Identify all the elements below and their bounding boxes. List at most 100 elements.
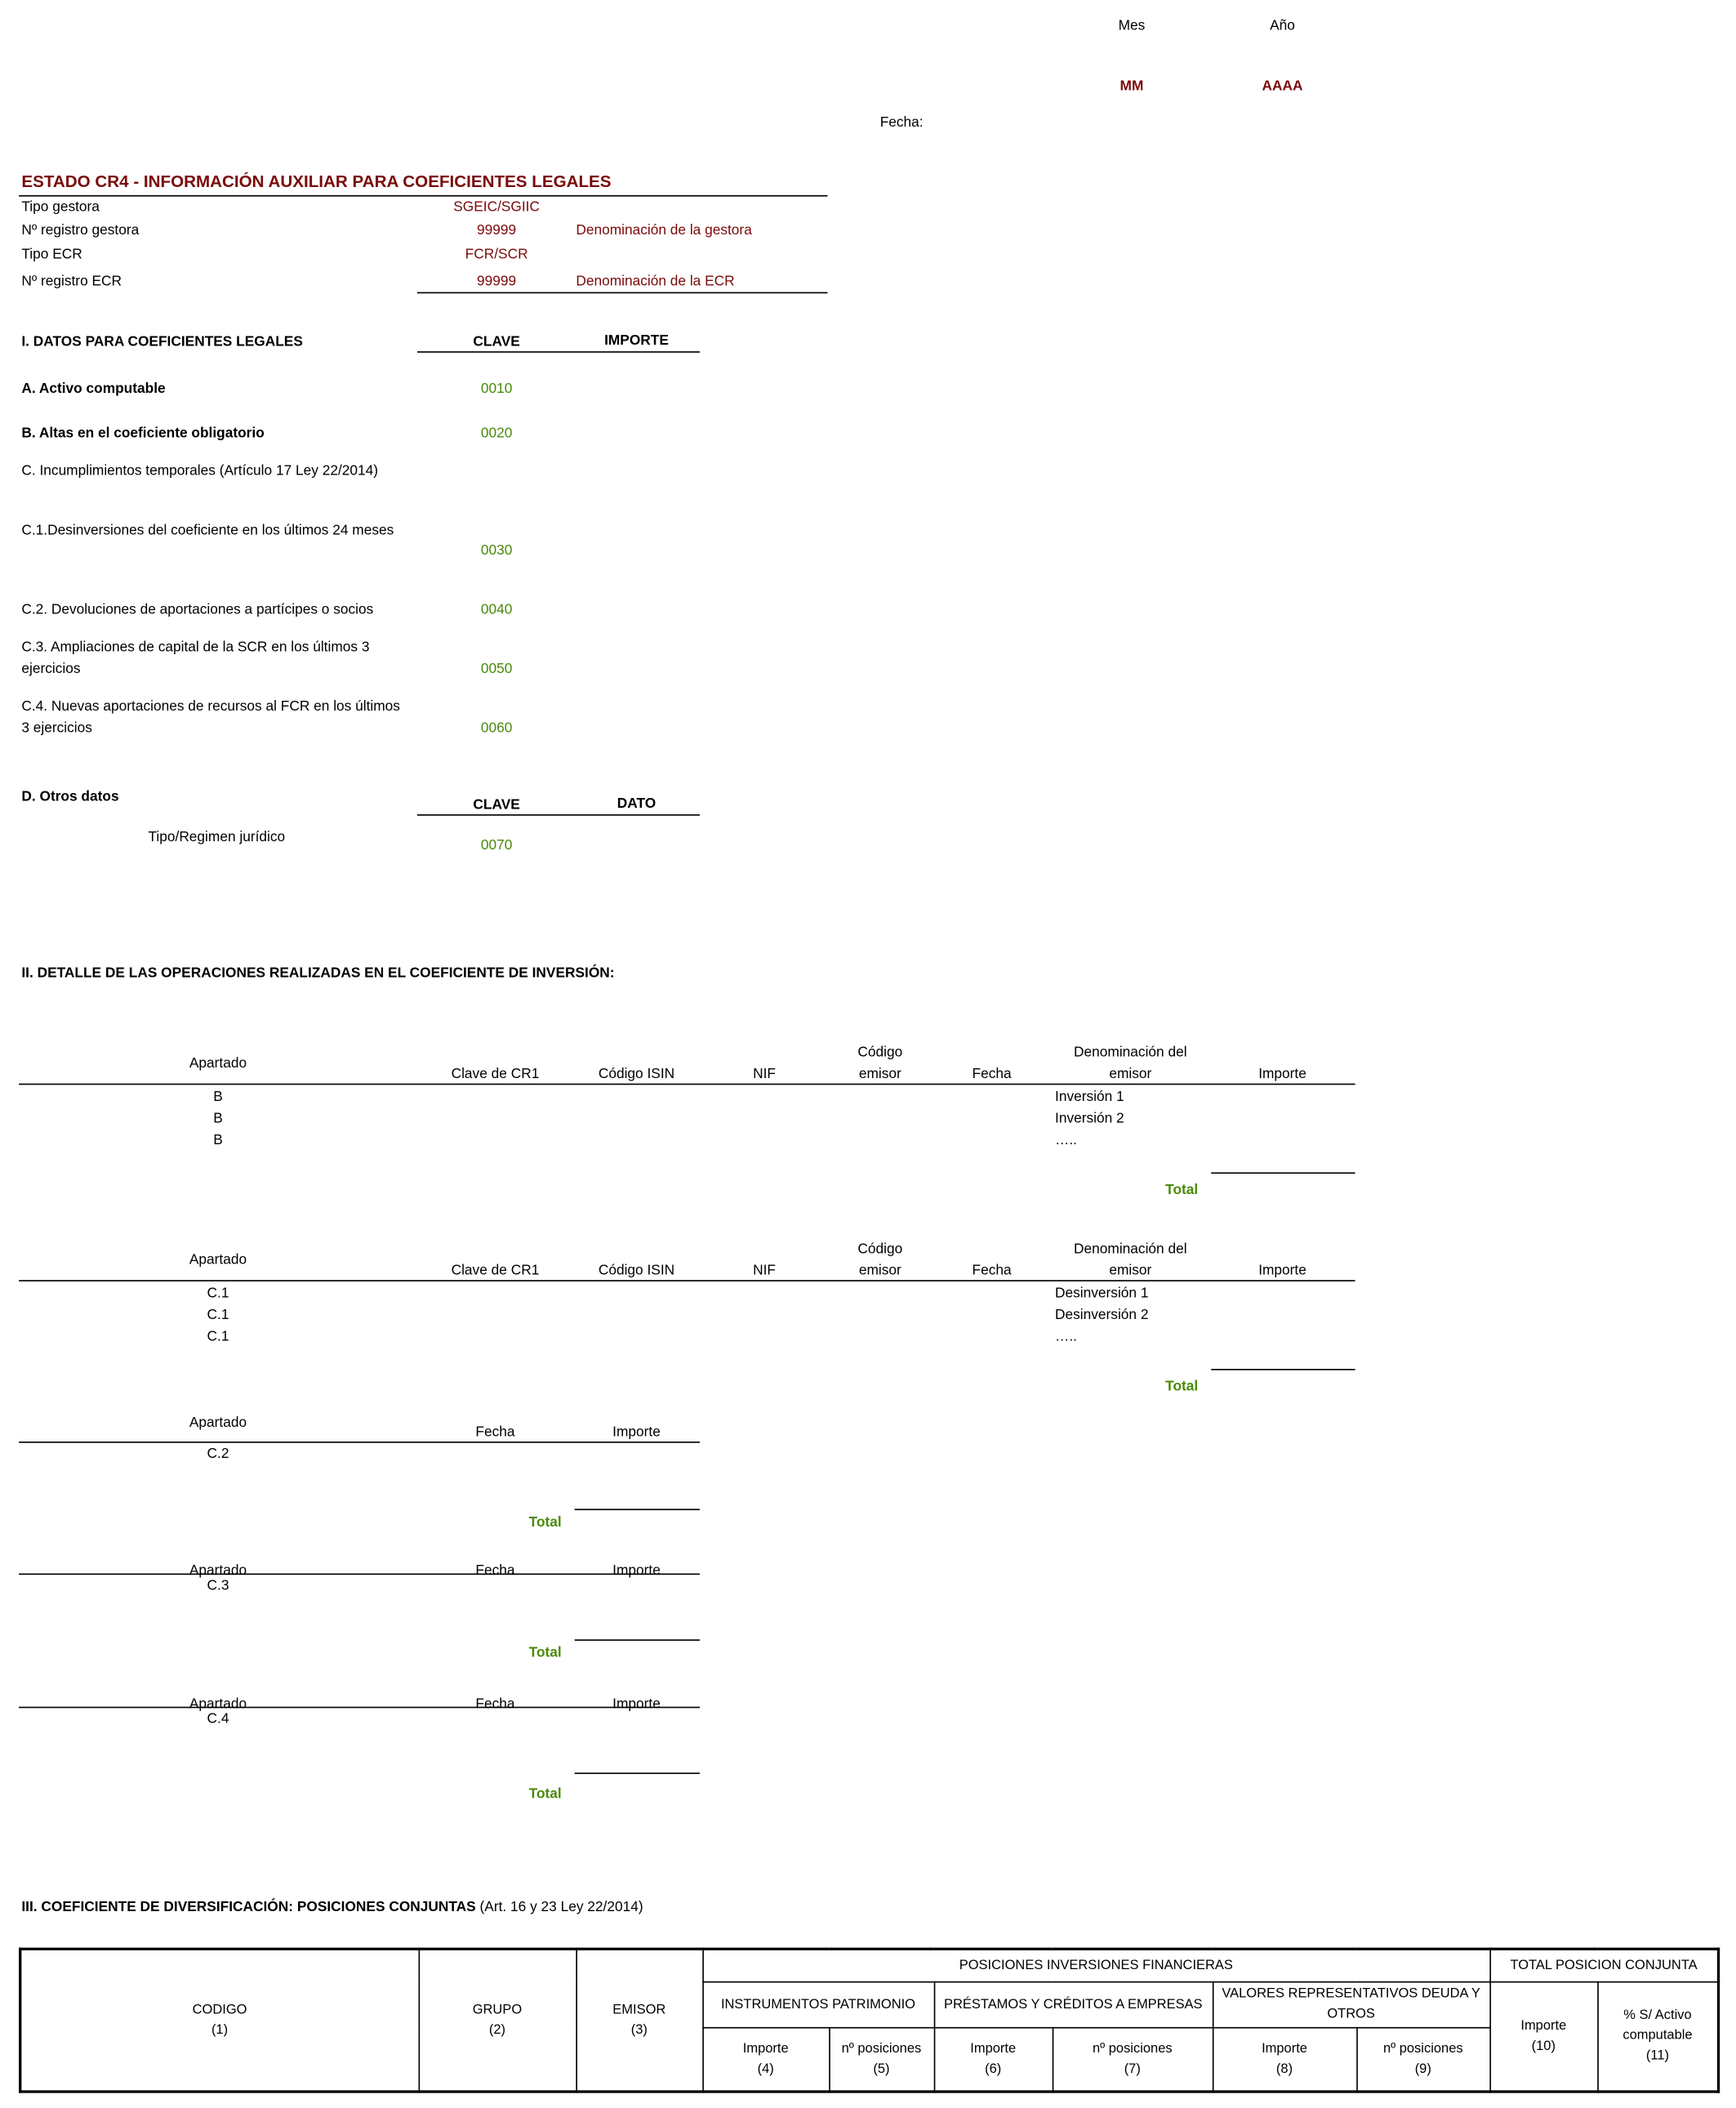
col-prestamos: PRÉSTAMOS Y CRÉDITOS A EMPRESAS [933,1981,1213,2028]
col-fecha: Fecha [475,1562,515,1580]
item-clave: 0010 [480,381,513,398]
divider [19,1083,1355,1085]
item-label: C.2. Devoluciones de aportaciones a part… [21,601,374,618]
row-apartado: C.1 [207,1307,229,1323]
col-apartado: Apartado [189,1055,247,1072]
row-apartado: B [213,1131,223,1148]
item-label: Tipo/Regimen jurídico [148,829,286,845]
total-label: Total [528,1514,562,1531]
col-clave: CLAVE [473,333,520,350]
item-label: A. Activo computable [21,381,166,398]
divider [19,1280,1355,1281]
col-instrumentos: INSTRUMENTOS PATRIMONIO [701,1981,935,2028]
col-denominacion: emisor [1109,1262,1152,1279]
row-denominacion[interactable]: ….. [1055,1328,1077,1345]
total-line [574,1639,700,1641]
row-apartado: C.4 [207,1710,229,1727]
divider [416,292,828,294]
mes-label: Mes [1118,17,1146,34]
row-denominacion[interactable]: Desinversión 2 [1055,1307,1149,1323]
col-total-posicion: TOTAL POSICION CONJUNTA [1489,1948,1720,1982]
col-codigo-emisor: emisor [858,1262,901,1279]
col-codigo-emisor: Código [857,1044,903,1061]
col-denominacion: Denominación del [1074,1241,1187,1258]
col-importe: Importe(8) [1212,2026,1358,2092]
col-fecha: Fecha [972,1066,1012,1082]
info-value[interactable]: FCR/SCR [465,246,528,263]
diversification-table: CODIGO(1) GRUPO(2) EMISOR(3) POSICIONES … [19,1947,1720,2093]
total-label: Total [528,1785,562,1803]
col-nposiciones: nº posiciones(9) [1355,2026,1491,2092]
col-apartado: Apartado [189,1415,247,1431]
col-fecha: Fecha [972,1262,1012,1279]
fecha-label: Fecha: [879,114,924,131]
col-apartado: Apartado [189,1251,247,1268]
col-dato: DATO [617,795,657,812]
col-clave-cr1: Clave de CR1 [451,1262,540,1279]
info-value[interactable]: 99999 [477,221,517,238]
info-name[interactable]: Denominación de la gestora [576,221,752,238]
section2-title: II. DETALLE DE LAS OPERACIONES REALIZADA… [21,965,615,982]
info-value[interactable]: SGEIC/SGIIC [453,198,541,216]
col-importe: Importe(4) [701,2026,830,2092]
total-line [574,1772,700,1775]
item-label: C. Incumplimientos temporales (Artículo … [21,462,379,479]
item-clave: 0060 [480,720,513,737]
col-nif: NIF [753,1262,777,1279]
item-clave: 0050 [480,661,513,677]
col-importe: Importe [1258,1066,1306,1082]
col-importe: Importe(6) [933,2026,1053,2092]
info-value[interactable]: 99999 [477,273,517,290]
item-label: C.3. Ampliaciones de capital de la SCR e… [21,639,370,677]
page-title: ESTADO CR4 - INFORMACIÓN AUXILIAR PARA C… [21,172,612,192]
item-clave: 0030 [480,542,513,559]
anio-label: Año [1270,17,1295,34]
total-line [1211,1369,1355,1370]
col-codigo: CODIGO(1) [19,1948,420,2092]
row-denominacion[interactable]: ….. [1055,1131,1077,1148]
item-label: C.4. Nuevas aportaciones de recursos al … [21,698,400,737]
col-clave-cr1: Clave de CR1 [451,1066,540,1082]
col-valores: VALORES REPRESENTATIVOS DEUDA Y OTROS [1212,1981,1491,2028]
info-name[interactable]: Denominación de la ECR [576,273,735,290]
col-nposiciones: nº posiciones(7) [1051,2026,1213,2092]
divider [416,814,700,816]
row-denominacion[interactable]: Inversión 2 [1055,1110,1124,1127]
total-line [1211,1172,1355,1174]
col-grupo: GRUPO(2) [417,1948,577,2092]
col-importe: Importe [1258,1262,1306,1279]
section3-title: III. COEFICIENTE DE DIVERSIFICACIÓN: POS… [21,1898,643,1917]
info-label: Tipo gestora [21,198,100,216]
col-nposiciones: nº posiciones(5) [828,2026,935,2092]
col-isin: Código ISIN [598,1262,675,1279]
section3-title-bold: III. COEFICIENTE DE DIVERSIFICACIÓN: POS… [21,1899,476,1916]
row-denominacion[interactable]: Inversión 1 [1055,1089,1124,1106]
col-codigo-emisor: Código [857,1241,903,1258]
mes-value[interactable]: MM [1119,78,1144,95]
col-emisor: EMISOR(3) [575,1948,704,2092]
col-importe-total: Importe(10) [1489,1981,1599,2092]
col-importe: Importe [612,1696,661,1713]
row-apartado: C.1 [207,1285,229,1302]
info-label: Nº registro gestora [21,221,140,238]
divider [19,1442,700,1443]
item-clave: 0040 [480,601,513,618]
divider [19,1706,700,1709]
total-line [574,1509,700,1511]
col-isin: Código ISIN [598,1066,675,1082]
col-importe: Importe [612,1424,661,1441]
total-label: Total [528,1644,562,1661]
col-denominacion: emisor [1109,1066,1152,1082]
divider [416,351,700,353]
total-label: Total [1165,1378,1199,1395]
col-importe: IMPORTE [604,332,669,349]
total-label: Total [1165,1181,1199,1198]
col-fecha: Fecha [475,1424,515,1441]
col-denominacion: Denominación del [1074,1044,1187,1061]
anio-value[interactable]: AAAA [1262,78,1303,95]
item-label: C.1.Desinversiones del coeficiente en lo… [21,522,394,539]
item-clave: 0070 [480,837,513,853]
row-apartado: B [213,1110,223,1127]
row-denominacion[interactable]: Desinversión 1 [1055,1285,1149,1302]
